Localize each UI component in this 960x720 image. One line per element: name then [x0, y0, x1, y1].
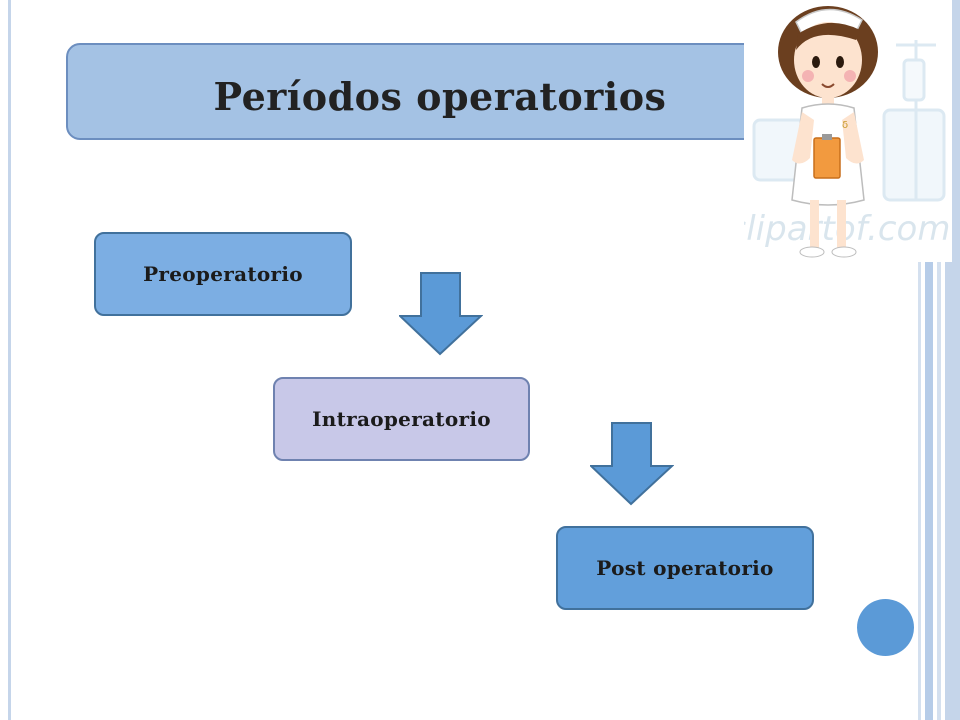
stage-label: Intraoperatorio — [312, 407, 491, 431]
stage-label: Preoperatorio — [143, 262, 303, 286]
left-border-line — [8, 0, 11, 720]
stage-post-operatorio: Post operatorio — [556, 526, 814, 610]
svg-text:δ: δ — [842, 120, 848, 131]
nurse-illustration: clipartof.com δ — [744, 0, 952, 262]
title-banner — [66, 43, 796, 140]
stage-label: Post operatorio — [596, 556, 774, 580]
nurse-icon: clipartof.com δ — [744, 6, 950, 258]
stage-preoperatorio: Preoperatorio — [94, 232, 352, 316]
down-arrow-icon — [590, 422, 674, 506]
decorative-circle — [857, 599, 914, 656]
rail-line — [918, 0, 921, 720]
down-arrow-icon — [399, 272, 483, 356]
stage-intraoperatorio: Intraoperatorio — [273, 377, 530, 461]
rail-line — [925, 0, 933, 720]
page-title: Períodos operatorios — [213, 74, 667, 119]
svg-text:clipartof.com: clipartof.com — [744, 209, 950, 249]
rail-line — [937, 0, 941, 720]
